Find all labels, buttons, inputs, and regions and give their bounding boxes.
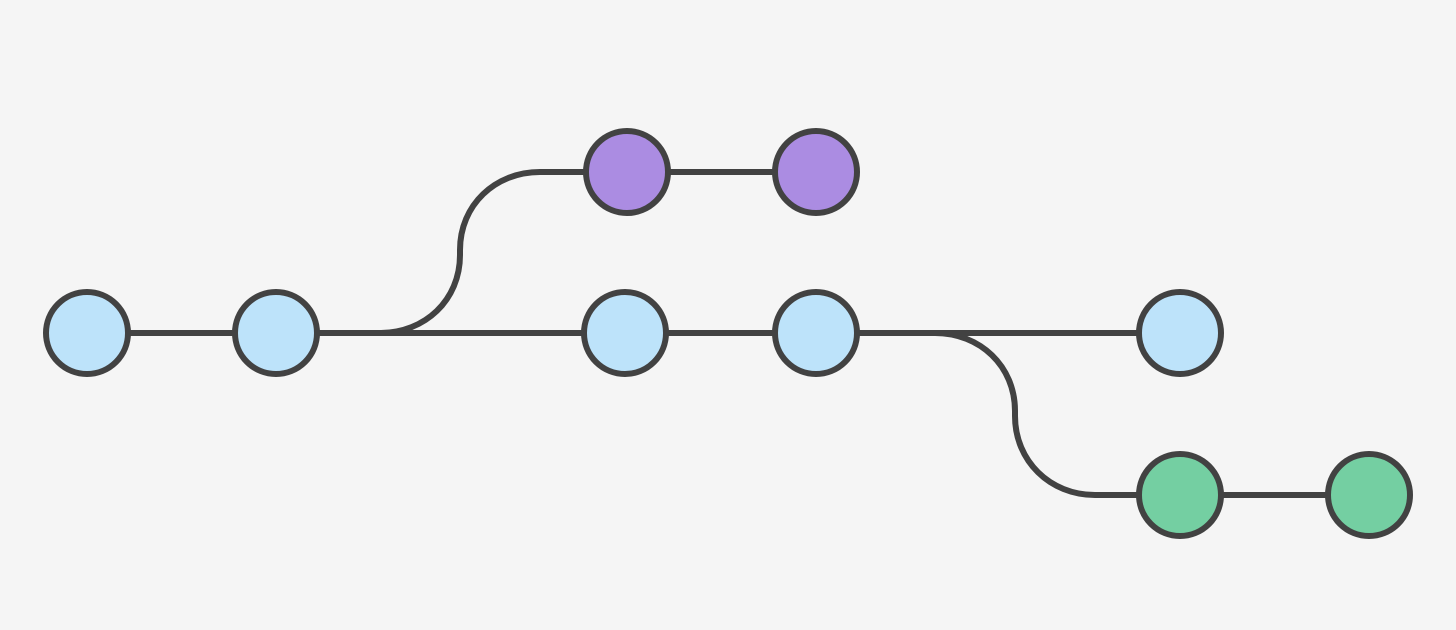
main-commit-1	[43, 289, 131, 377]
main-commit-5	[1136, 289, 1224, 377]
green-commit-1	[1136, 451, 1224, 539]
commit-nodes	[43, 128, 1413, 539]
main-commit-4	[772, 289, 860, 377]
branch-connection-2	[377, 169, 819, 336]
branch-connection-3	[932, 330, 1372, 498]
purple-commit-2	[772, 128, 860, 216]
main-commit-3	[581, 289, 669, 377]
main-commit-2	[232, 289, 320, 377]
green-commit-2	[1325, 451, 1413, 539]
purple-commit-1	[583, 128, 671, 216]
